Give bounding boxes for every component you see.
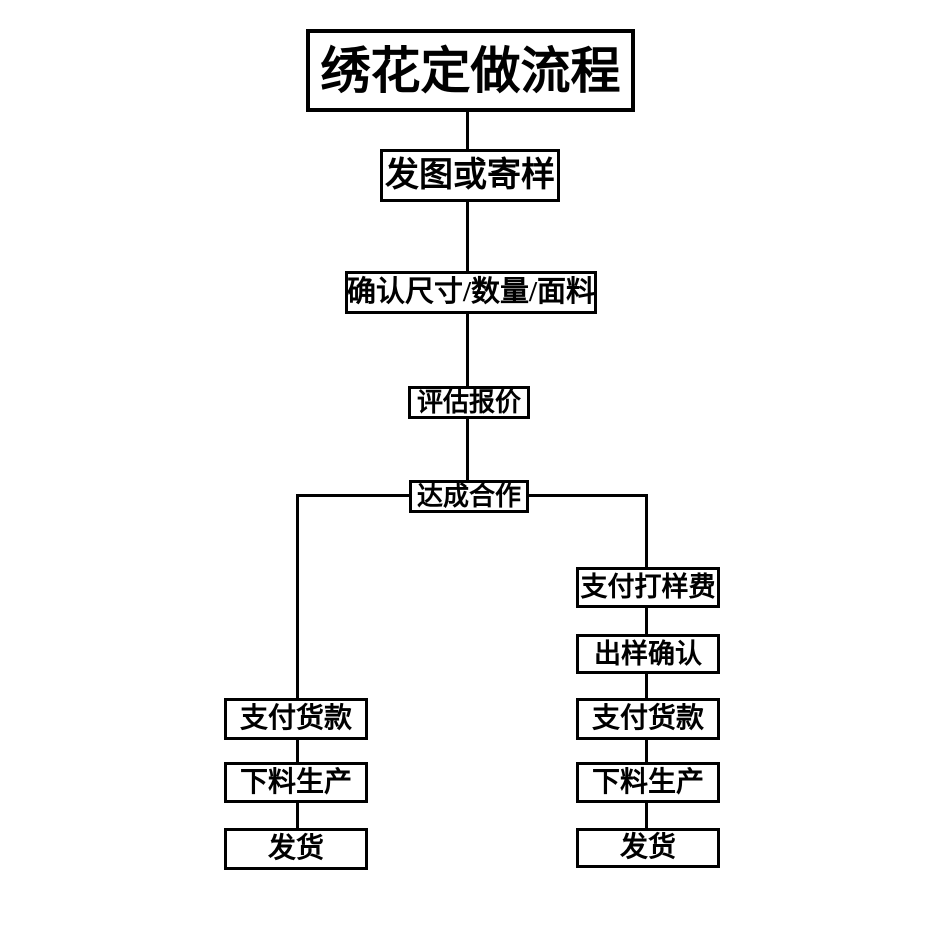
connector-cooperation-right-horizontal (528, 494, 648, 497)
connector-pay-to-production-left (296, 739, 299, 763)
flow-node-production-left: 下料生产 (224, 762, 368, 803)
flow-node-pay-goods-left: 支付货款 (224, 698, 368, 740)
flow-node-quote: 评估报价 (408, 386, 530, 419)
connector-confirm-to-quote (466, 313, 469, 387)
connector-payfee-to-sampleconfirm (645, 607, 648, 635)
flow-node-pay-goods-right: 支付货款 (576, 698, 720, 740)
flow-node-confirm-specs: 确认尺寸/数量/面料 (345, 271, 597, 314)
flow-node-pay-sample-fee: 支付打样费 (576, 567, 720, 608)
flow-node-ship-left: 发货 (224, 828, 368, 870)
connector-title-to-send (466, 112, 469, 150)
flow-node-sample-confirmation: 出样确认 (576, 634, 720, 674)
connector-cooperation-left-horizontal (296, 494, 410, 497)
flow-node-send-design: 发图或寄样 (380, 149, 560, 202)
connector-sampleconfirm-to-pay-right (645, 673, 648, 699)
flow-node-cooperation: 达成合作 (409, 480, 529, 513)
connector-production-to-ship-right (645, 802, 648, 829)
connector-pay-to-production-right (645, 739, 648, 763)
connector-right-branch-vertical (645, 494, 648, 568)
connector-quote-to-cooperation (466, 418, 469, 481)
connector-production-to-ship-left (296, 802, 299, 829)
connector-send-to-confirm (466, 202, 469, 272)
flow-node-production-right: 下料生产 (576, 762, 720, 803)
flow-node-ship-right: 发货 (576, 828, 720, 868)
connector-left-branch-vertical (296, 494, 299, 699)
flow-title-box: 绣花定做流程 (306, 29, 635, 112)
